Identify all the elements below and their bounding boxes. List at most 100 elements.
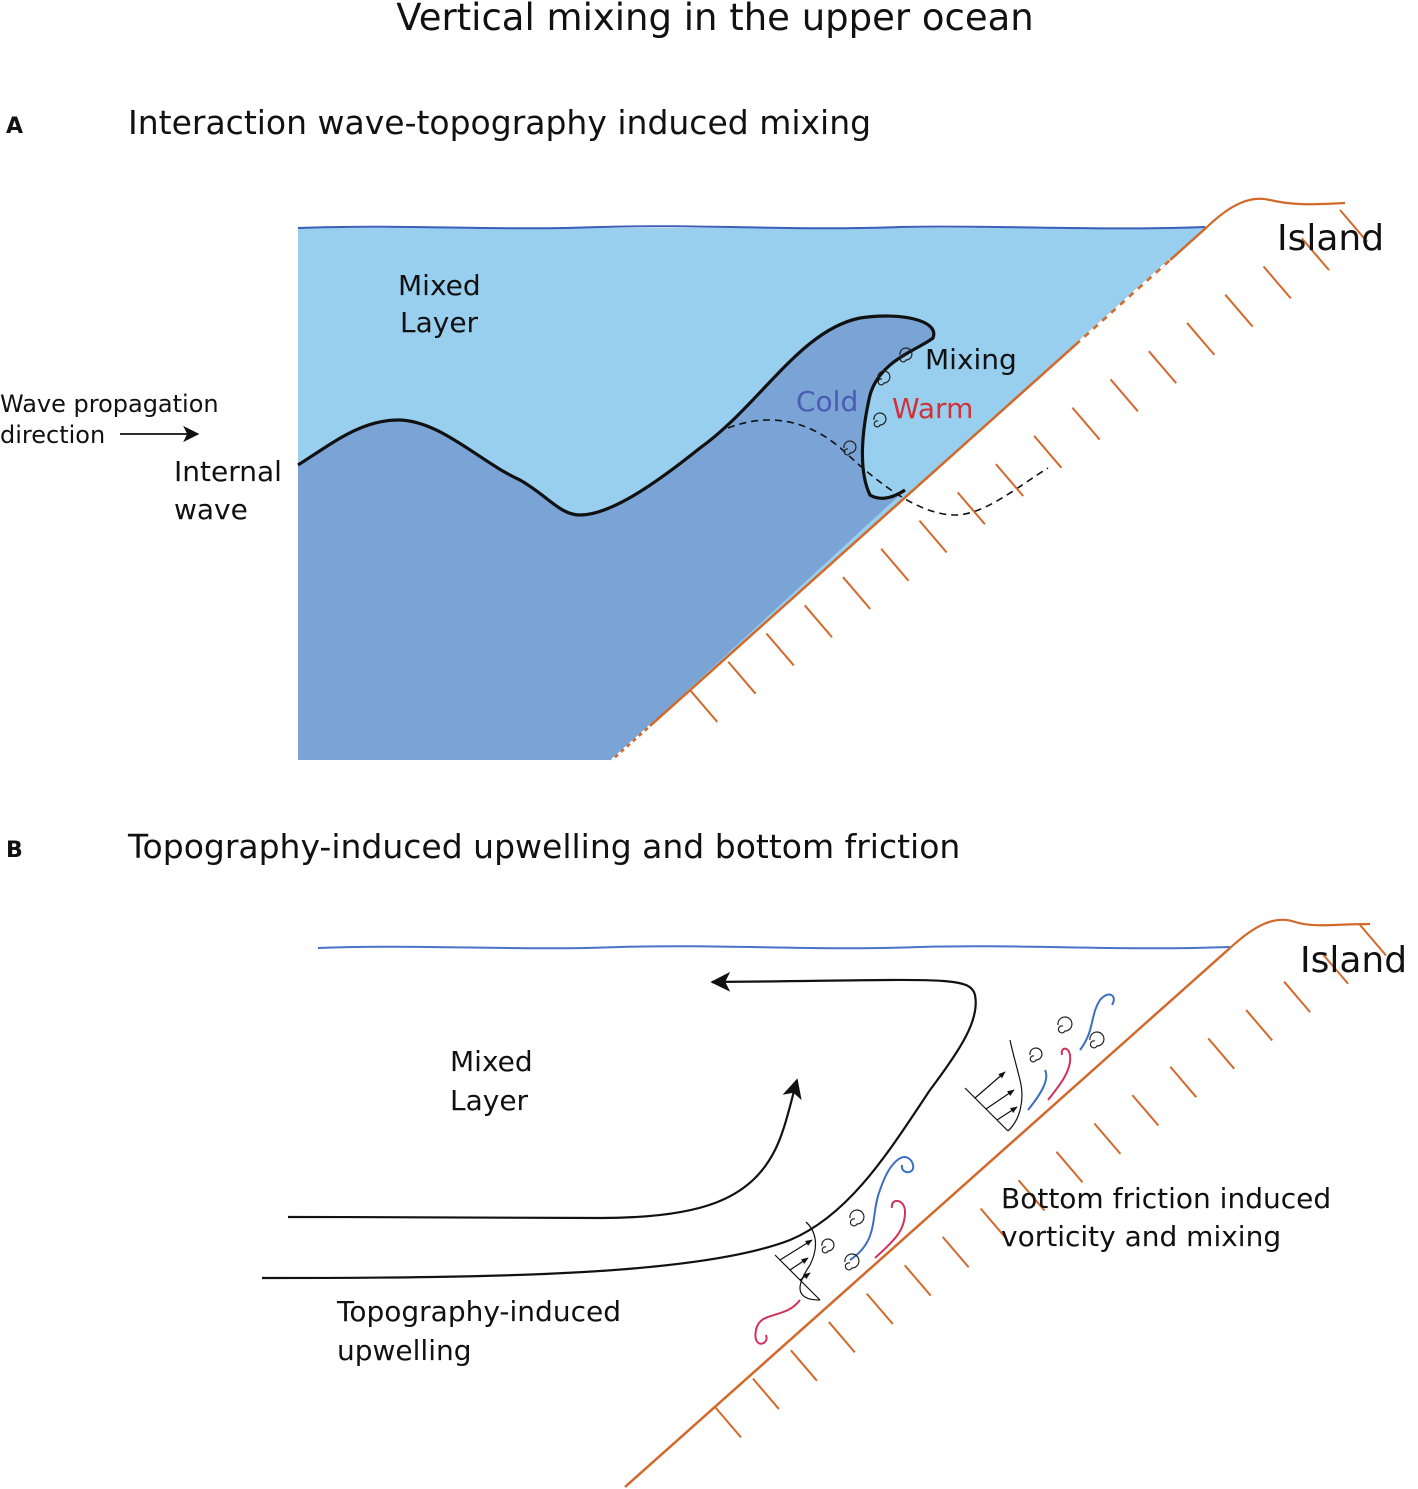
sea-surface-line-b — [317, 945, 1231, 950]
seabed-hatch-a-tick-14 — [1224, 294, 1254, 328]
seabed-hatch-a-tick-2 — [765, 632, 795, 667]
seabed-hatch-a-tick-4 — [842, 576, 872, 610]
eddy-black-lower-2 — [844, 1253, 860, 1271]
eddy-a-4 — [843, 440, 857, 456]
seabed-hatch-b-tick-13 — [1207, 1037, 1235, 1070]
seabed-slope-dashed-a-1 — [611, 725, 651, 761]
upwelling-streamline-inner — [287, 1078, 802, 1220]
profile-lower-arrow-2 — [789, 1257, 809, 1271]
eddy-red-upper-1 — [1047, 1047, 1072, 1101]
wave-propagation-label-1: Wave propagation — [0, 390, 219, 418]
seabed-slope-dashed-a-2 — [1079, 259, 1171, 342]
seabed-hatch-a-tick-13 — [1186, 322, 1216, 356]
eddy-blue-upper-2 — [1027, 1069, 1048, 1111]
eddy-red-lower-2 — [754, 1299, 801, 1345]
seabed-hatch-b-tick-12 — [1169, 1066, 1198, 1098]
eddy-black-upper-1 — [1057, 1016, 1073, 1034]
island-coastline-a — [1206, 197, 1346, 228]
mixed-layer-label-a-1: Mixed — [398, 269, 481, 302]
seabed-hatch-a-tick-16 — [1301, 237, 1330, 271]
seabed-hatch-b-tick-6 — [941, 1236, 970, 1268]
seabed-hatch-b-tick-16 — [1321, 952, 1349, 985]
wave-propagation-label-2: direction — [0, 421, 105, 449]
eddy-blue-lower-1 — [849, 1156, 915, 1261]
seabed-hatch-a-tick-15 — [1262, 265, 1292, 300]
internal-wave-label-1: Internal — [174, 455, 282, 488]
eddy-a-3 — [873, 412, 887, 428]
seabed-hatch-a-tick-3 — [803, 604, 833, 638]
mixed-layer-label-a-2: Layer — [400, 306, 479, 339]
deep-water-region — [298, 316, 934, 760]
mixing-eddies-a — [843, 347, 913, 456]
seabed-hatching-b — [714, 924, 1387, 1439]
seabed-hatch-a-tick-6 — [918, 519, 948, 554]
mixing-label: Mixing — [925, 343, 1017, 376]
panel-a-title: Interaction wave-topography induced mixi… — [128, 103, 871, 142]
island-coastline-b — [1229, 918, 1371, 949]
velocity-profile-upper — [964, 1039, 1023, 1132]
panel-a-letter: A — [6, 114, 23, 139]
seabed-hatch-a-tick-1 — [727, 661, 757, 695]
friction-label-1: Bottom friction induced — [1001, 1182, 1331, 1215]
seabed-hatch-b-tick-1 — [752, 1377, 780, 1410]
island-label-a: Island — [1277, 218, 1384, 259]
cold-label: Cold — [796, 385, 858, 418]
seabed-hatch-a-tick-17 — [1339, 209, 1369, 243]
profile-lower-arrow-3 — [799, 1272, 811, 1281]
panel-b-letter: B — [6, 838, 23, 863]
profile-lower-arrow-1 — [779, 1239, 813, 1261]
seabed-hatch-a-tick-0 — [689, 689, 719, 723]
figure-title: Vertical mixing in the upper ocean — [396, 0, 1033, 39]
seabed-hatch-b-tick-3 — [828, 1321, 856, 1353]
profile-upper-curve — [1007, 1039, 1023, 1132]
panel-a: A Interaction wave-topography induced mi… — [0, 103, 1384, 761]
seabed-hatching-a — [689, 209, 1369, 723]
seabed-hatch-b-tick-8 — [1017, 1179, 1046, 1212]
seabed-hatch-b-tick-5 — [903, 1264, 932, 1297]
internal-wave-curve — [297, 314, 936, 517]
mixed-layer-label-b-2: Layer — [450, 1084, 529, 1117]
seabed-hatch-b-tick-10 — [1093, 1122, 1122, 1155]
seabed-hatch-b-tick-14 — [1245, 1009, 1273, 1042]
eddy-black-upper-2 — [1089, 1031, 1105, 1049]
vorticity-eddies-lower — [754, 1156, 915, 1345]
eddy-black-lower-1 — [849, 1209, 865, 1227]
panel-b-title: Topography-induced upwelling and bottom … — [127, 827, 960, 866]
island-label-b: Island — [1300, 940, 1407, 981]
friction-label-2: vorticity and mixing — [1001, 1220, 1281, 1253]
profile-upper-axis — [964, 1087, 1009, 1132]
profile-upper-arrow-3 — [996, 1106, 1018, 1121]
profile-upper-arrow-2 — [985, 1089, 1015, 1110]
warm-label: Warm — [892, 392, 973, 425]
internal-wave-label-2: wave — [174, 493, 248, 526]
upwelling-label-1: Topography-induced — [336, 1295, 621, 1328]
seabed-hatch-a-tick-10 — [1071, 406, 1101, 441]
profile-upper-arrow-1 — [974, 1071, 1006, 1099]
upwelling-streamline-outer — [261, 971, 977, 1280]
seabed-hatch-a-tick-8 — [995, 463, 1024, 497]
seabed-hatch-b-tick-2 — [790, 1349, 818, 1382]
seabed-hatch-b-tick-17 — [1359, 924, 1387, 957]
seabed-hatch-b-tick-7 — [979, 1207, 1008, 1240]
eddy-a-2 — [877, 370, 891, 386]
profile-lower-axis — [774, 1254, 821, 1301]
seabed-hatch-a-tick-12 — [1148, 350, 1177, 384]
seabed-slope-b — [624, 947, 1231, 1488]
seabed-hatch-b-tick-0 — [714, 1406, 742, 1439]
panel-b: B Topography-induced upwelling and botto… — [6, 827, 1407, 1488]
seabed-hatch-a-tick-11 — [1109, 378, 1139, 412]
eddy-red-lower-1 — [874, 1200, 907, 1259]
vorticity-eddies-upper — [1027, 993, 1115, 1111]
seabed-hatch-b-tick-4 — [866, 1292, 894, 1325]
seabed-hatch-b-tick-9 — [1055, 1151, 1084, 1183]
seabed-hatch-a-tick-7 — [956, 491, 986, 525]
mixed-layer-label-b-1: Mixed — [450, 1045, 533, 1078]
seabed-hatch-b-tick-11 — [1131, 1094, 1160, 1127]
profile-lower-curve — [799, 1221, 821, 1301]
seabed-hatch-a-tick-5 — [880, 548, 910, 582]
eddy-black-upper-3 — [1029, 1047, 1043, 1063]
seabed-hatch-a-tick-9 — [1033, 435, 1063, 469]
eddy-black-lower-3 — [821, 1238, 835, 1254]
